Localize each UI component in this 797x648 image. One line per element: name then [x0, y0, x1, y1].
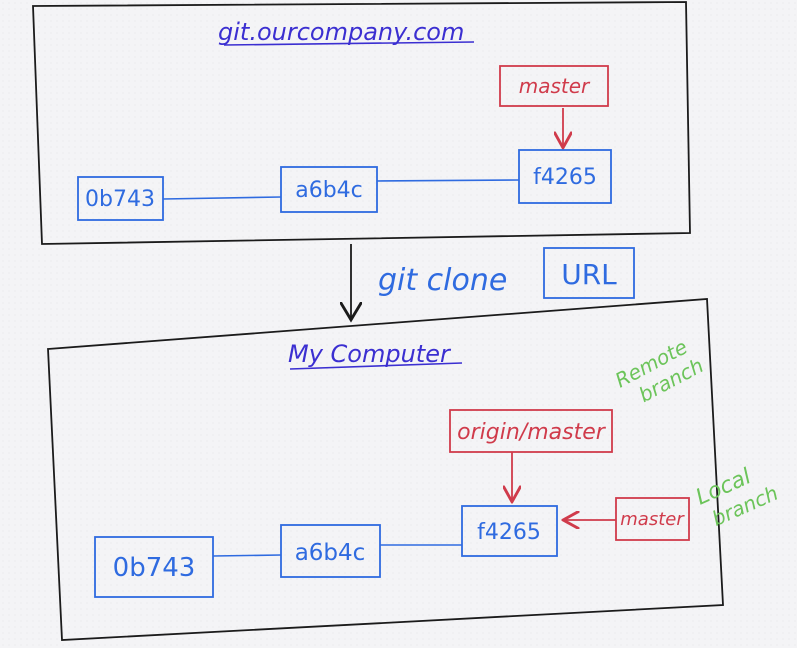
- remote-branch-label: master: [519, 74, 591, 98]
- local-title-underline: [289, 362, 463, 370]
- remote-repository-box: [32, 1, 691, 245]
- remote-link-1: [162, 196, 282, 200]
- remote-branch-master: master: [499, 65, 609, 107]
- remote-branch-note: Remote branch: [611, 335, 707, 407]
- local-commit-1-label: 0b743: [113, 553, 196, 583]
- local-repository-box: [47, 298, 724, 641]
- remote-title-underline: [223, 41, 475, 46]
- remote-commit-1-label: 0b743: [85, 187, 155, 212]
- remote-commit-1: 0b743: [77, 176, 164, 221]
- local-branch-note: Local branch: [692, 464, 781, 531]
- remote-commit-3: f4265: [518, 149, 612, 204]
- remote-link-2: [376, 179, 520, 182]
- remote-commit-2-label: a6b4c: [295, 178, 363, 203]
- local-commit-1: 0b743: [94, 536, 214, 598]
- remote-commit-2: a6b4c: [280, 166, 378, 213]
- clone-url-label: URL: [561, 258, 617, 291]
- origin-master-label: origin/master: [457, 420, 607, 445]
- origin-master-branch: origin/master: [449, 409, 613, 453]
- local-commit-2-label: a6b4c: [295, 540, 366, 566]
- remote-title: git.ourcompany.com: [218, 18, 464, 46]
- clone-url-box: URL: [543, 247, 635, 299]
- remote-commit-3-label: f4265: [533, 165, 597, 190]
- local-link-1: [212, 554, 282, 557]
- local-branch-master: master: [615, 497, 690, 541]
- local-commit-3-label: f4265: [477, 520, 541, 545]
- clone-command: git clone: [378, 263, 507, 298]
- local-commit-3: f4265: [461, 505, 558, 557]
- local-branch-label: master: [620, 509, 685, 530]
- local-title: My Computer: [288, 340, 452, 368]
- local-commit-2: a6b4c: [280, 524, 381, 578]
